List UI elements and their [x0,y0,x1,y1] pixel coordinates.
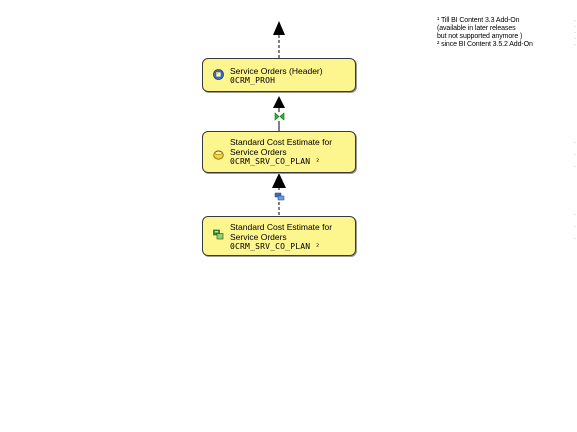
node-title-line2: Service Orders [230,232,287,242]
footnote-line3: but not supported anymore ) [437,33,523,40]
arrowhead-2-to-1 [273,96,285,108]
edge-marks: ··· [574,212,576,242]
edge-marks: ····· [574,18,576,48]
footnote-line1: ¹ Till BI Content 3.3 Add-On [437,17,520,24]
footnote-line2: (available in later releases [437,25,516,32]
edge-marks: ··· [574,140,576,170]
transfer-rule-icon[interactable] [274,191,285,201]
node-title-line2: Service Orders [230,147,287,157]
datasource-icon [213,229,224,240]
update-rule-icon[interactable] [274,112,285,121]
node-technical-name: 0CRM_SRV_CO_PLAN ² [230,157,321,166]
node-title-line1: Standard Cost Estimate for [230,222,333,232]
node-standard-cost-estimate-dso[interactable]: Standard Cost Estimate for Service Order… [202,131,356,173]
node-service-orders-header[interactable]: Service Orders (Header) 0CRM_PROH [202,58,356,92]
node-title-line1: Standard Cost Estimate for [230,137,333,147]
footnote-line4: ² since BI Content 3.5.2 Add-On [437,41,533,48]
node-technical-name: 0CRM_PROH [230,76,276,85]
infocube-icon [213,69,224,80]
node-standard-cost-estimate-datasource[interactable]: Standard Cost Estimate for Service Order… [202,216,356,256]
arrowhead-3-to-2 [272,173,286,188]
node-technical-name: 0CRM_SRV_CO_PLAN ² [230,242,321,251]
dso-icon [213,150,224,160]
arrowhead-top [273,21,285,35]
footnotes: ¹ Till BI Content 3.3 Add-On (available … [437,17,533,49]
node-title: Service Orders (Header) [230,66,323,76]
